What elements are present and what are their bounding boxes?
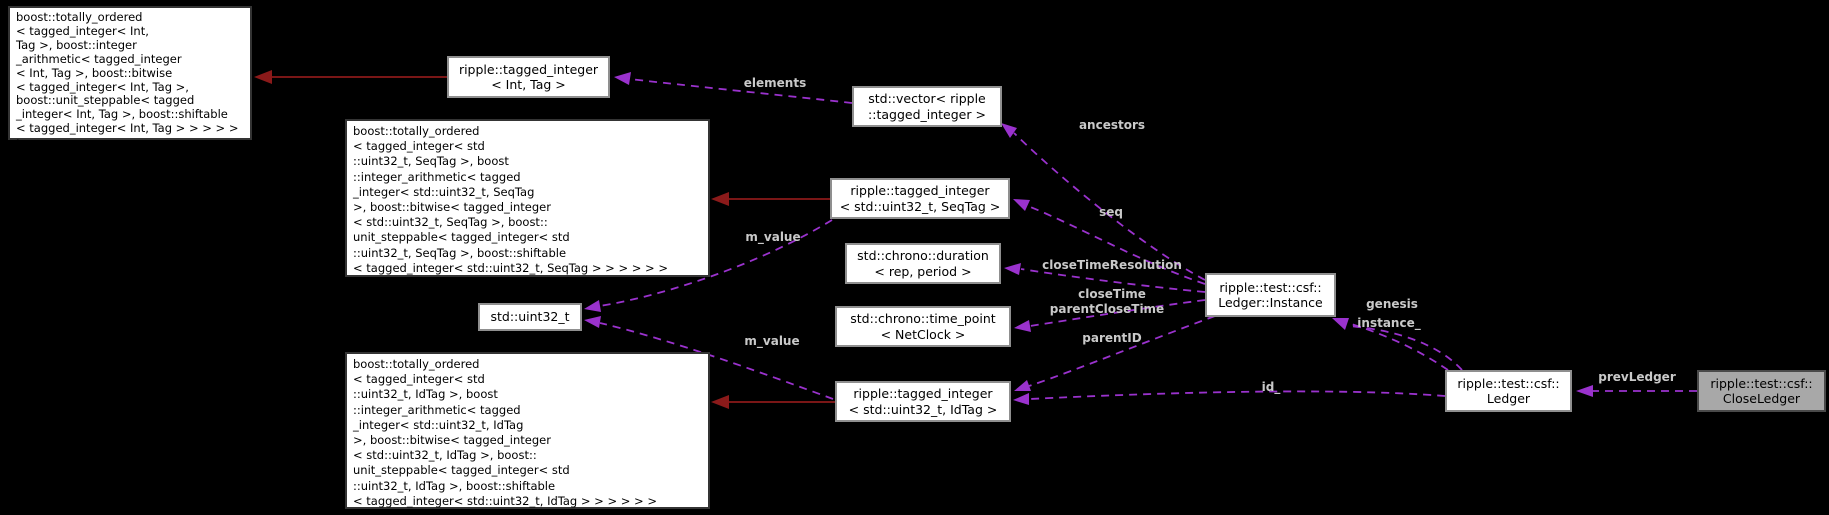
edge-ancestors [1001,123,1206,281]
edge-inherit-tagged-seq [711,192,830,206]
edge-label-parent-id: parentID [1082,331,1142,345]
edge-closeTimeResolution [1004,263,1206,293]
edge-m-value-id [584,316,834,400]
edge-seq [1013,199,1206,285]
edge-m-value-seq [584,219,833,312]
edge-label-instance: instance_ [1357,316,1421,330]
edge-label-elements: elements [743,76,807,90]
node-std-chrono-time-point: std::chrono::time_point < NetClock > [835,306,1011,347]
node-close-ledger-current: ripple::test::csf:: CloseLedger [1697,370,1826,412]
edge-label-m-value-id: m_value [744,334,800,348]
node-std-uint32-t: std::uint32_t [478,303,582,331]
node-ripple-tagged-integer-idtag[interactable]: ripple::tagged_integer < std::uint32_t, … [835,381,1011,422]
edge-inherit-tagged-int [254,70,447,84]
edge-label-genesis: genesis [1366,297,1418,311]
edge-id [1013,390,1446,405]
edge-label-parent-close-time: parentCloseTime [1049,302,1165,316]
edge-label-close-time: closeTime [1078,287,1146,301]
node-std-chrono-duration: std::chrono::duration < rep, period > [845,243,1001,284]
edge-elements [614,72,853,104]
edge-label-seq: seq [1099,205,1123,219]
node-ledger[interactable]: ripple::test::csf:: Ledger [1445,370,1572,412]
node-boost-totally-ordered-int: boost::totally_ordered < tagged_integer<… [8,6,252,149]
node-ripple-tagged-integer-seqtag[interactable]: ripple::tagged_integer < std::uint32_t, … [830,178,1010,219]
edge-parentID [1014,315,1216,391]
edge-label-id: id_ [1261,380,1281,394]
edge-inherit-tagged-id [711,395,835,409]
edge-genesis-instance [1332,318,1463,371]
node-boost-totally-ordered-idtag: boost::totally_ordered < tagged_integer<… [345,352,710,509]
edge-label-m-value-seq: m_value [745,230,801,244]
edge-closeTime-parentCloseTime [1014,299,1206,332]
node-ripple-tagged-integer-int-tag[interactable]: ripple::tagged_integer < Int, Tag > [447,56,610,98]
node-std-vector-tagged-integer[interactable]: std::vector< ripple ::tagged_integer > [852,86,1002,127]
edge-label-close-time-resolution: closeTimeResolution [1042,258,1182,272]
edge-label-ancestors: ancestors [1078,118,1146,132]
node-ledger-instance[interactable]: ripple::test::csf:: Ledger::Instance [1205,273,1336,317]
node-boost-totally-ordered-seqtag: boost::totally_ordered < tagged_integer<… [345,119,710,277]
edge-prevLedger [1576,385,1697,397]
edge-label-prev-ledger: prevLedger [1598,370,1676,384]
